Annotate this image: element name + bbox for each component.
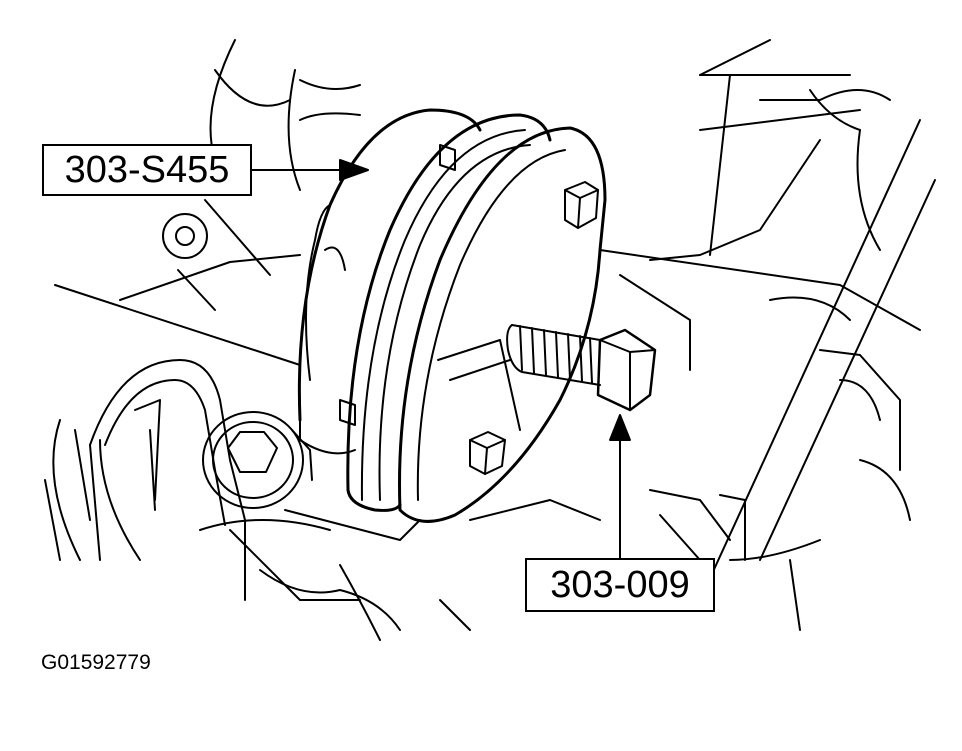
tool-303-s455-outer-plate (398, 126, 607, 523)
tool-303-s455-front-disk (346, 113, 552, 512)
tool-label-303-s455: 303-S455 (42, 144, 252, 196)
hex-socket-bolt (202, 411, 313, 509)
tool-303-009-bolt (506, 324, 657, 412)
locating-pins (469, 181, 599, 475)
engine-background-lines (44, 39, 936, 641)
small-bolt-hole (162, 213, 208, 259)
tool-label-303-009: 303-009 (525, 558, 715, 612)
crankshaft-pulley (89, 359, 246, 601)
leader-arrows (251, 159, 631, 559)
figure-id: G01592779 (41, 651, 151, 674)
